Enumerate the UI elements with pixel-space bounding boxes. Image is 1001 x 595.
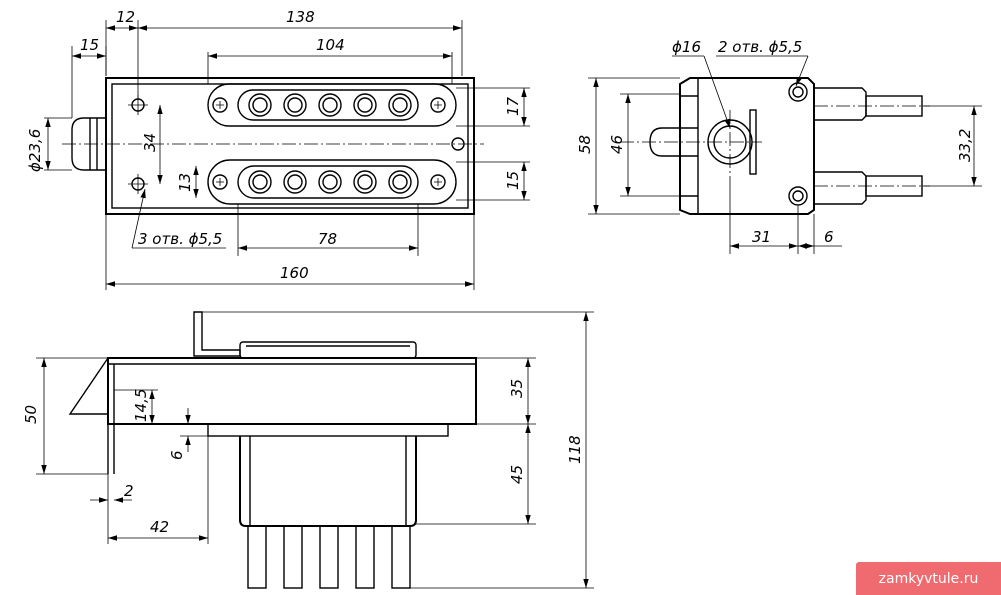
dim-12: 12	[116, 8, 135, 26]
dim-34: 34	[141, 133, 159, 152]
watermark-badge[interactable]: zamkyvtule.ru	[856, 562, 1001, 595]
dim-14-5: 14,5	[132, 389, 150, 422]
dim-78: 78	[318, 230, 337, 248]
dim-31: 31	[752, 228, 771, 246]
dim-160: 160	[280, 264, 309, 282]
dim-15-right: 15	[504, 171, 522, 190]
dim-6-side: 6	[824, 228, 834, 246]
bottom-view: 50 14,5 6 2 42 35 45 118	[22, 311, 594, 589]
front-view: 12 138 104 15 ϕ23,6 34 17 13 15 3 отв. ϕ…	[26, 8, 530, 290]
dim-45: 45	[508, 465, 526, 484]
dim-6-bottom: 6	[168, 450, 186, 460]
dim-58: 58	[576, 135, 594, 154]
dim-50: 50	[22, 405, 40, 424]
dim-42: 42	[150, 518, 169, 536]
dim-35: 35	[508, 379, 526, 398]
dim-46: 46	[608, 135, 626, 154]
dim-33-2: 33,2	[956, 129, 974, 162]
dim-phi-23-6: ϕ23,6	[26, 129, 44, 172]
side-view: ϕ16 2 отв. ϕ5,5 58 46 33,2 31 6	[576, 38, 982, 254]
dim-118: 118	[566, 435, 584, 464]
dim-2: 2	[124, 482, 134, 500]
dim-138: 138	[286, 8, 315, 26]
label-3-holes: 3 отв. ϕ5,5	[138, 230, 222, 248]
dim-13: 13	[176, 173, 194, 192]
dim-17: 17	[504, 96, 522, 116]
dim-15-left: 15	[80, 36, 99, 54]
dim-104: 104	[316, 36, 345, 54]
label-2-holes: 2 отв. ϕ5,5	[718, 38, 802, 56]
dim-phi-16: ϕ16	[672, 38, 701, 56]
